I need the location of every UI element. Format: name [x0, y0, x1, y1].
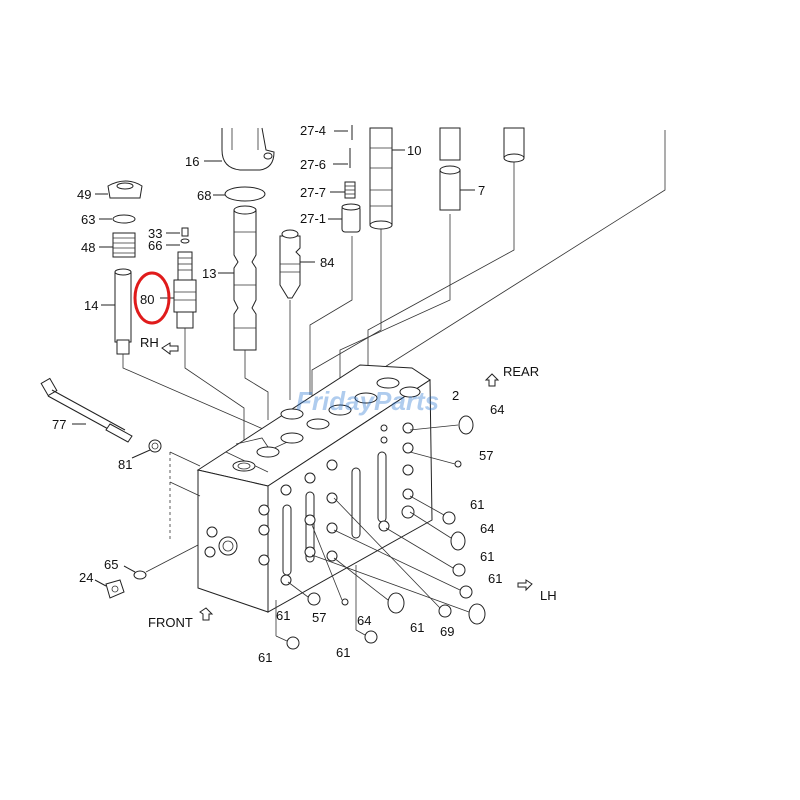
part-27-1-plug: [328, 203, 361, 233]
label-48: 48: [81, 240, 95, 255]
label-61a: 61: [470, 497, 484, 512]
rear-arrow: [484, 373, 500, 387]
part-13-spool: [218, 205, 257, 351]
watermark-text: FridayParts: [296, 386, 439, 416]
oring-guide-lines: [275, 424, 470, 642]
label-front: FRONT: [148, 615, 193, 630]
part-80-relief-valve: [160, 227, 197, 329]
part-48-spring: [99, 232, 136, 258]
front-arrow: [199, 607, 214, 621]
label-77: 77: [52, 417, 66, 432]
label-7: 7: [478, 183, 485, 198]
label-27-1: 27-1: [300, 211, 326, 226]
part-7-spool: [439, 127, 525, 211]
part-84-valve: [279, 229, 315, 299]
label-65: 65: [104, 557, 118, 572]
oring-64a: [458, 415, 474, 435]
oring-64c: [387, 592, 405, 614]
label-2: 2: [452, 388, 459, 403]
label-10: 10: [407, 143, 421, 158]
highlight-circle-80: [133, 271, 171, 325]
oring-69: [468, 603, 486, 625]
label-66: 66: [148, 238, 162, 253]
label-14: 14: [84, 298, 98, 313]
label-68: 68: [197, 188, 211, 203]
label-61e: 61: [410, 620, 424, 635]
oring-61g: [364, 630, 378, 644]
oring-61b: [452, 563, 466, 577]
oring-57b: [341, 598, 349, 606]
label-27-7: 27-7: [300, 185, 326, 200]
label-24: 24: [79, 570, 93, 585]
part-65-oring: [133, 570, 147, 580]
label-64c: 64: [357, 613, 371, 628]
label-64a: 64: [490, 402, 504, 417]
label-49: 49: [77, 187, 91, 202]
oring-61a: [442, 511, 456, 525]
part-27-7-spring: [330, 181, 356, 199]
label-61b: 61: [480, 549, 494, 564]
label-33: 33: [148, 226, 162, 241]
part-77-bolt: [40, 377, 133, 443]
label-lh: LH: [540, 588, 557, 603]
part-labels: 16 27-4 27-6 27-7 27-1 10 7 49 68 63 33 …: [52, 123, 557, 665]
label-61d: 61: [276, 608, 290, 623]
label-27-6: 27-6: [300, 157, 326, 172]
label-57a: 57: [479, 448, 493, 463]
part-81-washer: [148, 439, 162, 453]
label-13: 13: [202, 266, 216, 281]
part-49-cap: [95, 180, 143, 199]
oring-61c: [459, 585, 473, 599]
part-68-oring: [224, 186, 266, 202]
part-10-spool: [369, 127, 405, 230]
label-61c: 61: [488, 571, 502, 586]
label-69: 69: [440, 624, 454, 639]
label-rear: REAR: [503, 364, 539, 379]
label-27-4: 27-4: [300, 123, 326, 138]
oring-61d: [307, 592, 321, 606]
valve-block: [169, 364, 433, 613]
label-84: 84: [320, 255, 334, 270]
oring-61e: [438, 604, 452, 618]
lh-arrow: [517, 579, 533, 592]
label-63: 63: [81, 212, 95, 227]
rh-arrow: [161, 342, 179, 355]
guide-lines: [122, 130, 666, 440]
label-64b: 64: [480, 521, 494, 536]
label-57b: 57: [312, 610, 326, 625]
part-63-oring: [112, 214, 136, 224]
label-61f: 61: [258, 650, 272, 665]
label-81: 81: [118, 457, 132, 472]
oring-57a: [454, 460, 462, 468]
label-80: 80: [140, 292, 154, 307]
oring-64b: [450, 531, 466, 551]
part-24-plug: [94, 579, 125, 599]
label-61g: 61: [336, 645, 350, 660]
label-16: 16: [185, 154, 199, 169]
oring-61f: [286, 636, 300, 650]
part-16-housing: [204, 127, 275, 171]
label-rh: RH: [140, 335, 159, 350]
part-14-plunger: [101, 268, 132, 355]
